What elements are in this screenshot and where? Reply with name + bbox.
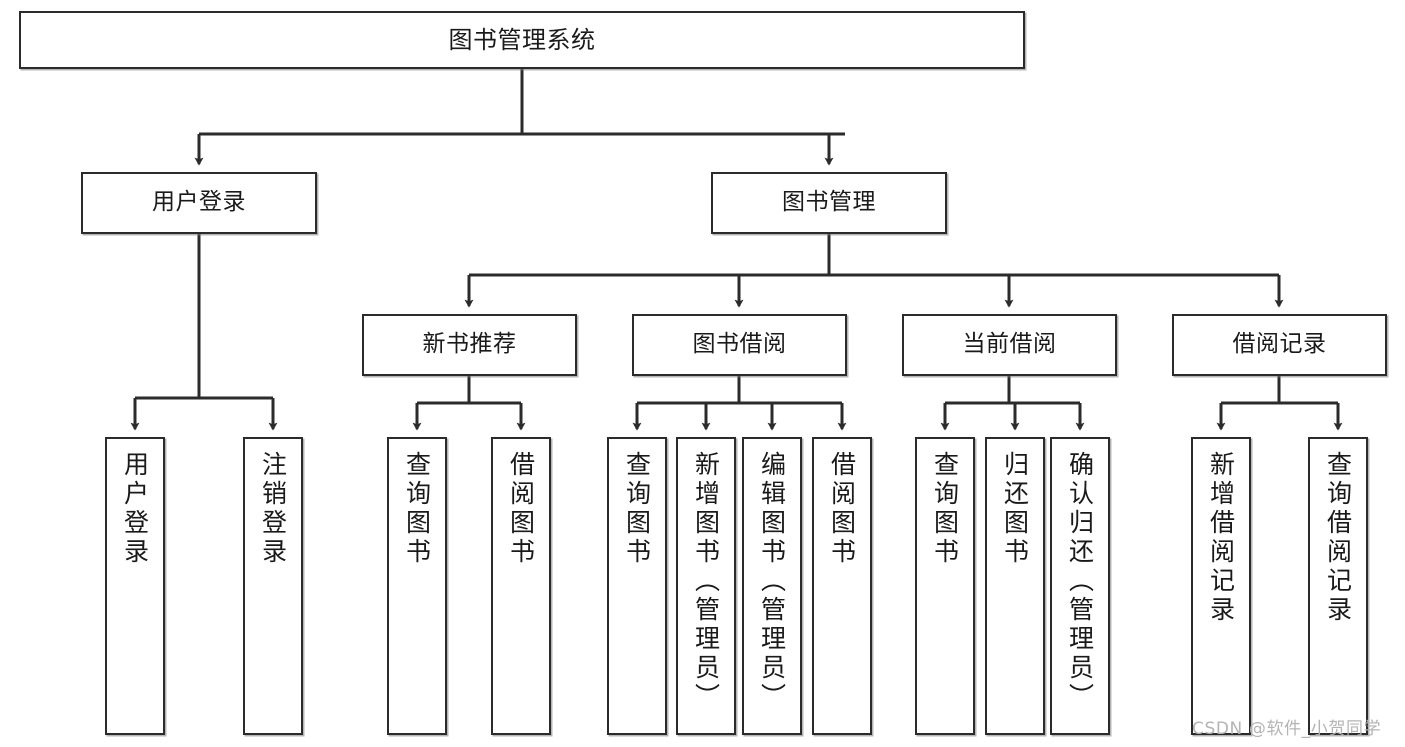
node-label: 查询借阅记录 (1323, 451, 1353, 625)
csdn-watermark: CSDN @软件_小贺同学 (1192, 719, 1382, 739)
node-label: 新书推荐 (422, 331, 517, 358)
node-label: 图书借阅 (692, 331, 787, 358)
node-new-book-recommend[interactable]: 新书推荐 (362, 314, 577, 376)
leaf-borrow-borrow-book[interactable]: 借阅图书 (812, 437, 872, 735)
node-label: 查询图书 (402, 451, 432, 567)
node-label: 图书管理系统 (448, 25, 596, 54)
node-label: 编辑图书（管理员） (757, 451, 787, 712)
node-borrow-records[interactable]: 借阅记录 (1172, 314, 1387, 376)
leaf-borrow-edit-book-admin[interactable]: 编辑图书（管理员） (742, 437, 802, 735)
node-label: 借阅图书 (506, 451, 536, 567)
leaf-user-login-signout[interactable]: 注销登录 (243, 437, 303, 735)
node-label: 当前借阅 (962, 331, 1057, 358)
leaf-borrow-query-book[interactable]: 查询图书 (607, 437, 667, 735)
leaf-user-login-signin[interactable]: 用户登录 (105, 437, 165, 735)
node-label: 借阅图书 (827, 451, 857, 567)
node-label: 新增借阅记录 (1206, 451, 1236, 625)
leaf-current-confirm-return-admin[interactable]: 确认归还（管理员） (1050, 437, 1110, 735)
node-label: 注销登录 (258, 451, 288, 567)
node-user-login[interactable]: 用户登录 (81, 172, 317, 234)
node-current-borrow[interactable]: 当前借阅 (902, 314, 1117, 376)
node-label: 归还图书 (1000, 451, 1030, 567)
node-label: 用户登录 (152, 189, 246, 216)
node-label: 确认归还（管理员） (1065, 451, 1095, 712)
leaf-borrow-add-book-admin[interactable]: 新增图书（管理员） (676, 437, 736, 735)
node-label: 用户登录 (120, 451, 150, 567)
node-label: 图书管理 (782, 189, 876, 216)
node-label: 查询图书 (622, 451, 652, 567)
node-label: 新增图书（管理员） (691, 451, 721, 712)
leaf-new-books-borrow[interactable]: 借阅图书 (491, 437, 551, 735)
node-book-management[interactable]: 图书管理 (711, 172, 947, 234)
leaf-records-query-record[interactable]: 查询借阅记录 (1308, 437, 1368, 735)
node-label: 查询图书 (930, 451, 960, 567)
node-book-borrow[interactable]: 图书借阅 (632, 314, 847, 376)
leaf-new-books-query[interactable]: 查询图书 (387, 437, 447, 735)
node-root-book-management-system[interactable]: 图书管理系统 (19, 11, 1025, 69)
leaf-current-query-book[interactable]: 查询图书 (915, 437, 975, 735)
node-label: 借阅记录 (1232, 331, 1327, 358)
leaf-current-return-book[interactable]: 归还图书 (985, 437, 1045, 735)
leaf-records-add-record[interactable]: 新增借阅记录 (1191, 437, 1251, 735)
